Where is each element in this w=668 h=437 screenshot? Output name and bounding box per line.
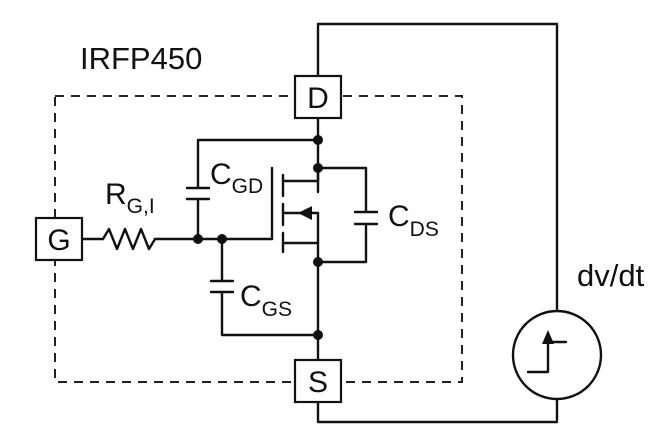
- drain-terminal-box: [293, 74, 343, 120]
- cgd-label: CGD: [210, 158, 263, 198]
- source-terminal-label: S: [308, 366, 328, 399]
- cgs-label: CGS: [240, 280, 292, 321]
- external-source-wire: [316, 398, 559, 424]
- step-arrow-icon: [542, 330, 554, 344]
- mosfet-drain-lead: [281, 166, 320, 183]
- drain-terminal-label: D: [307, 82, 329, 115]
- cgd-plates: [185, 186, 211, 201]
- junction-dot: [193, 234, 203, 244]
- junction-dot: [217, 234, 227, 244]
- external-drain-wire: [316, 22, 559, 312]
- junction-dot: [313, 330, 323, 340]
- cds-wire: [316, 166, 368, 264]
- mosfet-body-arrow: [298, 206, 312, 220]
- junction-dot: [313, 135, 323, 145]
- cgs-bottom-wire: [220, 290, 320, 337]
- cgs-plates: [209, 279, 235, 294]
- dvdt-source-symbol: [511, 309, 603, 401]
- junction-dot: [313, 163, 323, 173]
- package-boundary: [54, 95, 463, 383]
- dvdt-source-label: dv/dt: [577, 258, 645, 293]
- gate-terminal-box: [34, 216, 84, 262]
- step-waveform-icon: [526, 340, 568, 374]
- cgd-top-wire: [196, 138, 320, 190]
- source-terminal-box: [293, 358, 343, 404]
- mosfet-source-lead: [281, 211, 320, 245]
- junction-dot: [313, 257, 323, 267]
- gate-terminal-label: G: [47, 224, 70, 257]
- device-name: IRFP450: [80, 41, 202, 76]
- gate-resistor-label: RG,I: [105, 178, 155, 218]
- cds-label: CDS: [388, 200, 439, 241]
- cds-plates: [353, 210, 379, 226]
- gate-resistor-symbol: [101, 227, 157, 251]
